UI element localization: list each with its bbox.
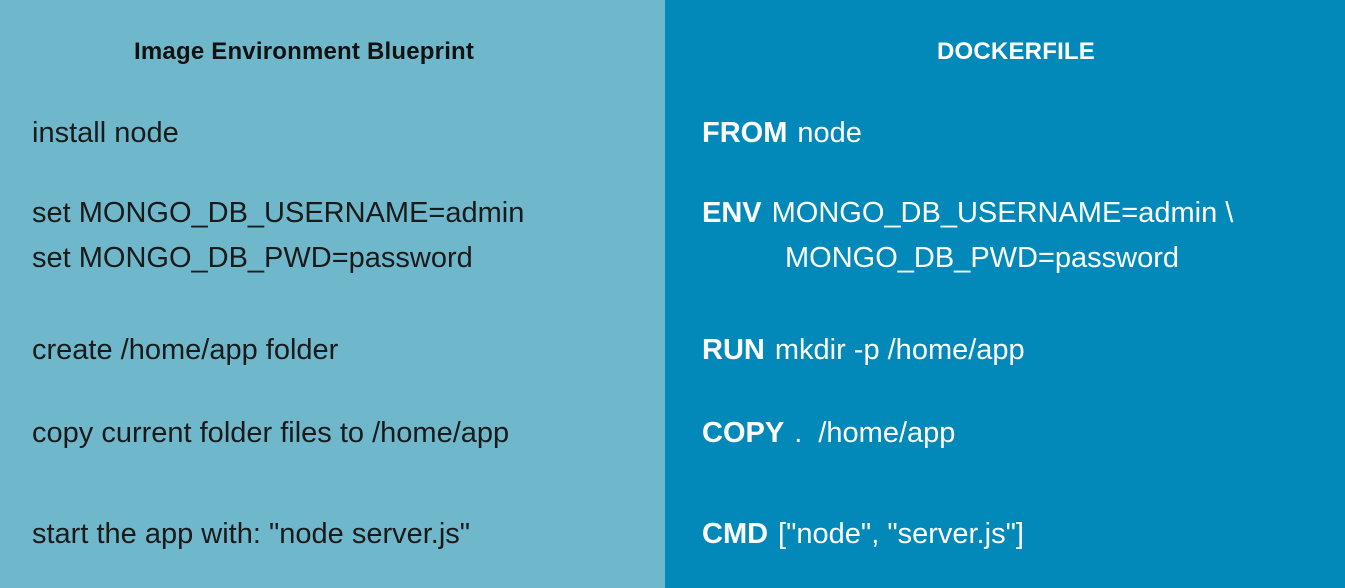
copy-keyword: COPY (702, 417, 785, 449)
from-args: node (797, 117, 862, 149)
blueprint-line-copy-files: copy current folder files to /home/app (32, 417, 510, 449)
run-args: mkdir -p /home/app (774, 334, 1025, 366)
env-continuation-args: MONGO_DB_PWD=password (785, 242, 1180, 274)
blueprint-line-start-app: start the app with: "node server.js" (32, 518, 471, 550)
blueprint-line-create-folder: create /home/app folder (32, 334, 339, 366)
from-keyword: FROM (702, 117, 788, 149)
blueprint-heading: Image Environment Blueprint (134, 38, 475, 65)
env-keyword: ENV (702, 197, 762, 229)
cmd-keyword: CMD (702, 518, 769, 550)
dockerfile-line-run: RUN mkdir -p /home/app (702, 333, 1025, 367)
blueprint-line-set-password: set MONGO_DB_PWD=password (32, 242, 473, 274)
copy-args: . /home/app (794, 417, 956, 449)
blueprint-line-set-username: set MONGO_DB_USERNAME=admin (32, 197, 525, 229)
dockerfile-line-from: FROM node (702, 116, 862, 150)
dockerfile-line-env-continuation: MONGO_DB_PWD=password (702, 241, 1179, 275)
env-args: MONGO_DB_USERNAME=admin \ (771, 197, 1234, 229)
dockerfile-line-cmd: CMD ["node", "server.js"] (702, 517, 1024, 551)
dockerfile-panel: DOCKERFILE FROM node ENV MONGO_DB_USERNAME… (665, 0, 1345, 588)
dockerfile-heading: DOCKERFILE (937, 38, 1095, 65)
blueprint-panel: Image Environment Blueprint install node… (0, 0, 665, 588)
dockerfile-line-copy: COPY . /home/app (702, 416, 955, 450)
cmd-args: ["node", "server.js"] (778, 518, 1024, 550)
blueprint-line-install-node: install node (32, 117, 179, 149)
run-keyword: RUN (702, 334, 765, 366)
dockerfile-line-env: ENV MONGO_DB_USERNAME=admin \ (702, 196, 1233, 230)
